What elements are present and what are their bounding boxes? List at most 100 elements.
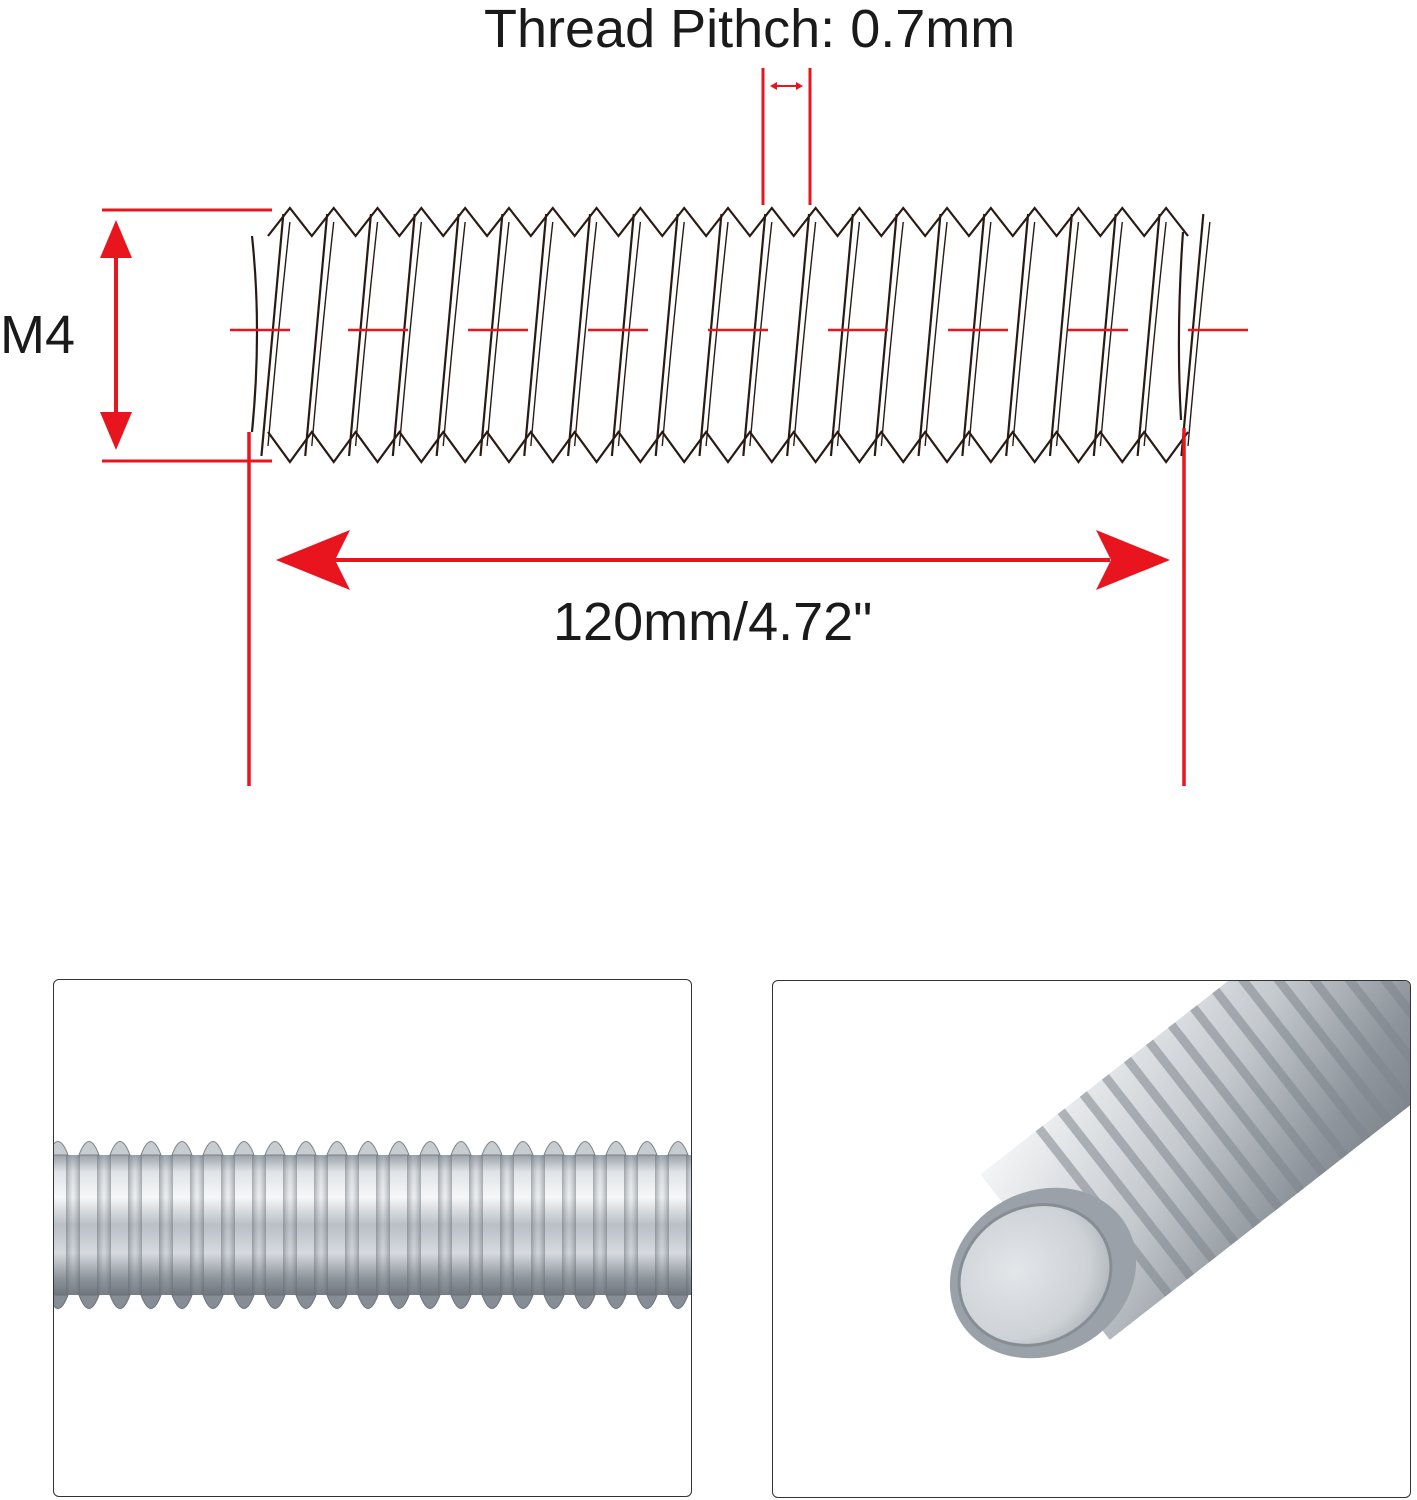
thread-crest-line (1005, 213, 1030, 457)
rod-left-end (250, 235, 259, 433)
photo-thread-groove (376, 1155, 390, 1295)
thread-root-line (530, 221, 554, 447)
thread-root-line (617, 221, 642, 447)
thread-root-line (442, 221, 466, 447)
thread-root-line (1143, 221, 1167, 447)
photo-thread-crest-bottom (605, 1294, 627, 1309)
photo-thread-crest-bottom (543, 1294, 565, 1309)
thread-crest-line (479, 213, 504, 457)
thread-root-line (354, 221, 379, 447)
photo-thread-crest-bottom (202, 1294, 224, 1309)
thread-root-line (705, 221, 729, 447)
photo-thread-groove (190, 1155, 204, 1295)
photo-thread-crest-top (54, 1141, 69, 1156)
thread-crest-line (742, 213, 767, 457)
end-view-photo-frame (772, 980, 1411, 1498)
photo-thread-groove (283, 1155, 297, 1295)
photo-thread-crest-bottom (450, 1294, 472, 1309)
photo-end-thread-groove (1123, 1056, 1261, 1228)
photo-thread-crest-bottom (54, 1294, 69, 1309)
thread-crest-line (435, 213, 460, 457)
thread-crest-line (698, 213, 723, 457)
photo-thread-crest-bottom (481, 1294, 503, 1309)
thread-crest-line (391, 213, 416, 457)
thread-crest-line (1092, 213, 1117, 457)
photo-thread-groove (531, 1155, 545, 1295)
photo-thread-crest-top (419, 1141, 441, 1156)
thread-root-line (486, 221, 510, 447)
thread-crest-line (523, 213, 548, 457)
photo-end-thread-groove (1234, 981, 1371, 1142)
photo-thread-groove (159, 1155, 173, 1295)
photo-thread-crest-top (264, 1141, 286, 1156)
photo-thread-groove (252, 1155, 266, 1295)
photo-thread-crest-bottom (419, 1294, 441, 1309)
thread-root-line (1012, 221, 1036, 447)
threaded-rod-side-view-photo (54, 1141, 691, 1309)
thread-root-line (836, 221, 861, 447)
thread-root-line (573, 221, 598, 447)
photo-thread-crest-top (295, 1141, 317, 1156)
photo-end-thread-groove (1079, 1091, 1217, 1263)
threaded-rod-end-view-photo (949, 981, 1410, 1359)
photo-thread-groove (97, 1155, 111, 1295)
side-view-photo-frame (53, 979, 692, 1497)
thread-pitch-label: Thread Pithch: 0.7mm (484, 0, 1016, 59)
photo-thread-crest-top (171, 1141, 193, 1156)
photo-end-thread-groove (1190, 1005, 1327, 1177)
photo-end-thread-groove (1057, 1108, 1195, 1280)
photo-thread-groove (593, 1155, 607, 1295)
thread-crest-line (961, 213, 986, 457)
technical-drawing (100, 68, 1248, 786)
rod-thread-lines (260, 213, 1211, 457)
photo-thread-crest-bottom (574, 1294, 596, 1309)
photo-thread-crest-bottom (512, 1294, 534, 1309)
photo-end-thread-groove (1145, 1039, 1283, 1211)
photo-thread-crest-top (481, 1141, 503, 1156)
photo-thread-crest-top (78, 1141, 100, 1156)
thread-root-line (880, 221, 904, 447)
photo-thread-groove (407, 1155, 421, 1295)
photo-thread-crest-top (636, 1141, 658, 1156)
thread-crest-line (304, 213, 329, 457)
thread-crest-line (1180, 213, 1205, 457)
photo-thread-crest-top (140, 1141, 162, 1156)
photo-thread-crest-top (202, 1141, 224, 1156)
photo-thread-crest-bottom (326, 1294, 348, 1309)
thread-crest-line (654, 213, 679, 457)
photo-thread-groove (66, 1155, 80, 1295)
rod-right-end (1177, 231, 1185, 421)
photo-thread-crest-top (233, 1141, 255, 1156)
photo-thread-groove (562, 1155, 576, 1295)
photo-thread-groove (624, 1155, 638, 1295)
thread-crest-line (566, 213, 592, 457)
thread-crest-line (610, 213, 635, 457)
length-label: 120mm/4.72" (553, 592, 873, 652)
photo-thread-crest-top (109, 1141, 131, 1156)
photo-thread-groove (221, 1155, 235, 1295)
thread-crest-line (1048, 213, 1073, 457)
photo-thread-groove (500, 1155, 514, 1295)
thread-crest-line (786, 213, 811, 457)
thread-root-line (1055, 221, 1080, 447)
thread-crest-line (917, 213, 942, 457)
photo-thread-crest-top (667, 1141, 689, 1156)
photo-thread-crest-bottom (109, 1294, 131, 1309)
photo-thread-groove (128, 1155, 142, 1295)
thread-root-line (924, 221, 948, 447)
photo-thread-crest-bottom (140, 1294, 162, 1309)
thread-root-line (968, 221, 992, 447)
photo-end-thread-groove (1322, 981, 1410, 1073)
thread-root-line (311, 221, 335, 447)
photo-thread-groove (314, 1155, 328, 1295)
thread-root-line (1187, 221, 1211, 447)
diameter-label: M4 (0, 305, 76, 365)
length-dimension (247, 428, 1186, 786)
photo-end-thread-groove (1256, 981, 1393, 1125)
photo-thread-crest-top (326, 1141, 348, 1156)
photo-thread-crest-top (388, 1141, 410, 1156)
photo-end-thread-groove (1300, 981, 1410, 1090)
thread-crest-line (347, 213, 373, 457)
photo-end-thread-groove (1101, 1074, 1239, 1246)
photo-thread-crest-bottom (295, 1294, 317, 1309)
